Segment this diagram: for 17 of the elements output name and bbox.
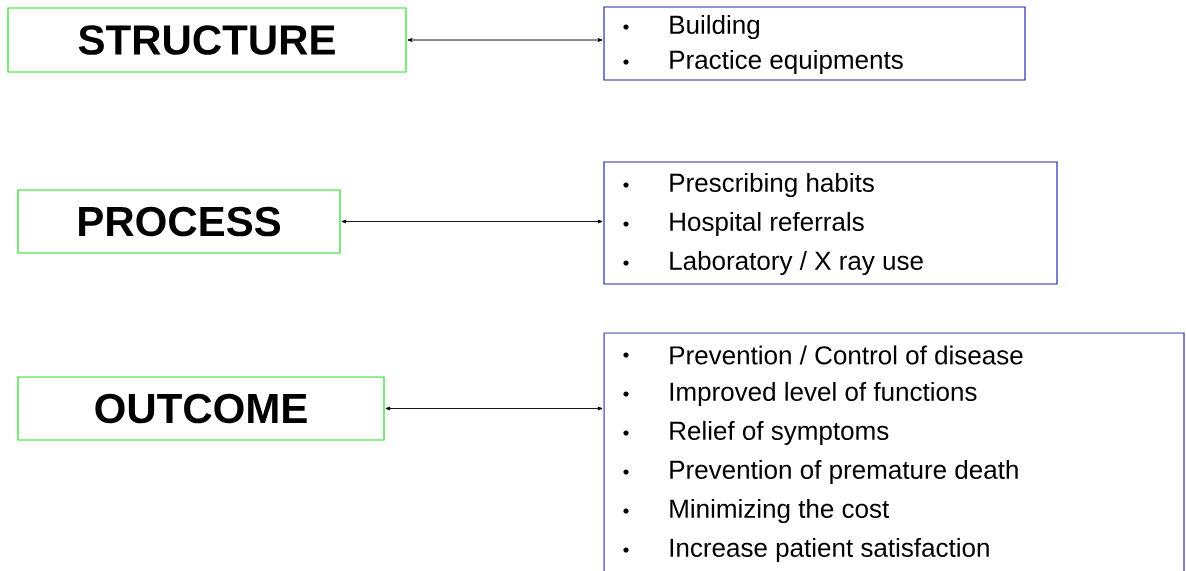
list-item: Increase patient satisfaction <box>623 537 989 563</box>
double-arrow <box>341 219 603 224</box>
list-item: Minimizing the cost <box>623 498 890 524</box>
double-arrow <box>385 406 603 411</box>
list-item: Practice equipments <box>623 49 903 75</box>
list-item: Relief of symptoms <box>623 420 889 446</box>
double-arrow <box>407 38 603 42</box>
list-item: Laboratory / X ray use <box>623 250 923 276</box>
list-item: Prevention of premature death <box>623 459 1018 485</box>
list-item: Hospital referrals <box>623 211 864 237</box>
list-item: Building <box>623 14 759 40</box>
category-box: OUTCOME <box>17 376 385 441</box>
list-item: Prevention / Control of disease <box>623 345 1023 365</box>
list-item: Improved level of functions <box>623 381 977 407</box>
list-item: Prescribing habits <box>623 172 874 198</box>
category-box: STRUCTURE <box>7 7 407 73</box>
category-box: PROCESS <box>17 189 341 254</box>
